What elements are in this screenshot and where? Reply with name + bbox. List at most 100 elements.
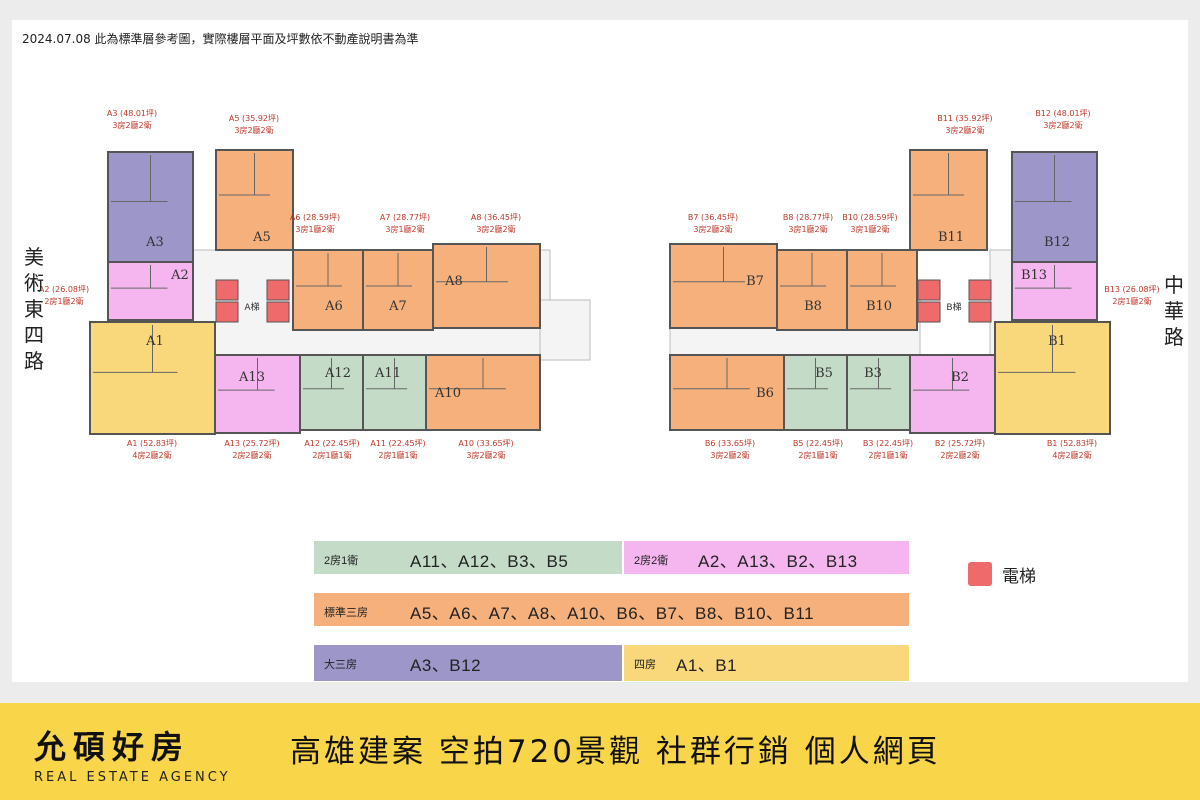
unit-type-legend: 2房1衛 A11、A12、B3、B5 2房2衛 A2、A13、B2、B13 標準… xyxy=(313,540,910,682)
unit-size-caption: A2 (26.08坪) xyxy=(39,285,89,294)
unit-size-caption: A12 (22.45坪) xyxy=(304,439,359,448)
legend-units: A2、A13、B2、B13 xyxy=(698,552,858,571)
brand-name: 允碩好房 xyxy=(34,728,191,766)
elevator-shaft xyxy=(215,279,239,301)
unit-layout-caption: 3房2廳2衛 xyxy=(466,450,505,460)
unit-layout-caption: 2房1廳2衛 xyxy=(44,296,83,306)
unit-label: B11 xyxy=(938,230,964,245)
road-label-left: 美術東四路 xyxy=(24,245,44,373)
unit-size-caption: B13 (26.08坪) xyxy=(1104,285,1159,294)
corridor xyxy=(539,299,591,361)
unit-label: A1 xyxy=(145,334,164,349)
unit-size-caption: B5 (22.45坪) xyxy=(793,439,843,448)
unit-size-caption: A1 (52.83坪) xyxy=(127,439,177,448)
unit-layout-caption: 3房2廳2衛 xyxy=(945,125,984,135)
unit-label: A7 xyxy=(388,299,407,314)
legend-two-bed-one-bath: 2房1衛 A11、A12、B3、B5 xyxy=(313,540,623,575)
unit-layout-caption: 3房2廳2衛 xyxy=(693,224,732,234)
unit-size-caption: A11 (22.45坪) xyxy=(370,439,425,448)
unit-layout-caption: 3房2廳2衛 xyxy=(476,224,515,234)
unit-label: A3 xyxy=(145,235,164,250)
unit-label: A11 xyxy=(374,366,401,381)
elevator-shaft xyxy=(215,301,239,323)
unit-label: B2 xyxy=(951,370,969,385)
unit-layout-caption: 3房2廳2衛 xyxy=(1043,120,1082,130)
elevator-shaft xyxy=(968,279,992,301)
unit-label: A5 xyxy=(252,230,271,245)
unit-label: B3 xyxy=(864,366,882,381)
unit-label: B7 xyxy=(746,274,764,289)
footer-tagline: 高雄建案 空拍720景觀 社群行銷 個人網頁 xyxy=(290,734,941,770)
elevator-shaft xyxy=(266,279,290,301)
unit-label: B5 xyxy=(815,366,833,381)
unit-size-caption: A8 (36.45坪) xyxy=(471,213,521,222)
legend-four-room: 四房 A1、B1 xyxy=(623,644,910,682)
elevator-legend-label: 電梯 xyxy=(1002,567,1036,587)
elevator-label: B梯 xyxy=(946,301,961,313)
unit-label: B1 xyxy=(1048,334,1066,349)
elevator-swatch xyxy=(968,562,992,586)
footer-banner xyxy=(0,703,1200,800)
unit-label: B6 xyxy=(756,386,774,401)
unit-label: A6 xyxy=(324,299,343,314)
unit-label: A13 xyxy=(238,370,265,385)
legend-title: 2房2衛 xyxy=(634,555,669,567)
unit-layout-caption: 3房2廳2衛 xyxy=(234,125,273,135)
elevator-shaft xyxy=(266,301,290,323)
unit-size-caption: A13 (25.72坪) xyxy=(224,439,279,448)
unit-size-caption: A5 (35.92坪) xyxy=(229,114,279,123)
unit-a2 xyxy=(107,261,194,321)
legend-title: 大三房 xyxy=(324,659,357,671)
elevator-label: A梯 xyxy=(244,301,259,313)
legend-units: A3、B12 xyxy=(410,656,482,675)
unit-label: A8 xyxy=(444,274,463,289)
legend-units: A5、A6、A7、A8、A10、B6、B7、B8、B10、B11 xyxy=(410,604,815,623)
unit-layout-caption: 2房2廳2衛 xyxy=(940,450,979,460)
unit-layout-caption: 2房1廳1衛 xyxy=(312,450,351,460)
unit-size-caption: B6 (33.65坪) xyxy=(705,439,755,448)
unit-size-caption: A7 (28.77坪) xyxy=(380,213,430,222)
unit-size-caption: B10 (28.59坪) xyxy=(842,213,897,222)
unit-label: A10 xyxy=(434,386,461,401)
unit-size-caption: B2 (25.72坪) xyxy=(935,439,985,448)
unit-label: B12 xyxy=(1044,235,1070,250)
unit-layout-caption: 3房1廳2衛 xyxy=(385,224,424,234)
unit-label: A12 xyxy=(324,366,351,381)
legend-standard-three: 標準三房 A5、A6、A7、A8、A10、B6、B7、B8、B10、B11 xyxy=(313,592,910,627)
unit-label: B13 xyxy=(1021,268,1047,283)
unit-label: B10 xyxy=(866,299,892,314)
unit-a13 xyxy=(214,354,301,434)
unit-layout-caption: 2房1廳1衛 xyxy=(378,450,417,460)
disclaimer-note: 2024.07.08 此為標準層參考圖，實際樓層平面及坪數依不動產說明書為準 xyxy=(22,32,419,46)
legend-title: 標準三房 xyxy=(324,607,368,619)
unit-layout-caption: 3房2廳2衛 xyxy=(112,120,151,130)
unit-layout-caption: 2房1廳2衛 xyxy=(1112,296,1151,306)
unit-size-caption: B1 (52.83坪) xyxy=(1047,439,1097,448)
unit-size-caption: A6 (28.59坪) xyxy=(290,213,340,222)
legend-title: 四房 xyxy=(634,659,656,671)
unit-size-caption: A10 (33.65坪) xyxy=(458,439,513,448)
unit-layout-caption: 3房1廳2衛 xyxy=(788,224,827,234)
unit-layout-caption: 2房1廳1衛 xyxy=(798,450,837,460)
unit-layout-caption: 2房1廳1衛 xyxy=(868,450,907,460)
elevator-shaft xyxy=(917,279,941,301)
legend-units: A1、B1 xyxy=(676,656,738,675)
unit-b7 xyxy=(669,243,778,329)
unit-layout-caption: 2房2廳2衛 xyxy=(232,450,271,460)
unit-layout-caption: 3房1廳2衛 xyxy=(850,224,889,234)
unit-label: A2 xyxy=(170,268,189,283)
legend-two-bed-two-bath: 2房2衛 A2、A13、B2、B13 xyxy=(623,540,910,575)
elevator-shaft xyxy=(917,301,941,323)
unit-layout-caption: 4房2廳2衛 xyxy=(1052,450,1091,460)
unit-label: B8 xyxy=(804,299,822,314)
road-label-right: 中華路 xyxy=(1164,273,1184,349)
unit-size-caption: A3 (48.01坪) xyxy=(107,109,157,118)
legend-units: A11、A12、B3、B5 xyxy=(410,552,569,571)
unit-size-caption: B12 (48.01坪) xyxy=(1035,109,1090,118)
unit-layout-caption: 3房2廳2衛 xyxy=(710,450,749,460)
floor-plan-diagram: A3 A3 (48.01坪) 3房2廳2衛 A5 A5 (35.92坪) 3房2廳2衛 A2… xyxy=(39,109,1160,460)
unit-layout-caption: 4房2廳2衛 xyxy=(132,450,171,460)
legend-title: 2房1衛 xyxy=(324,555,359,567)
agency-subtitle: REAL ESTATE AGENCY xyxy=(34,770,231,785)
unit-size-caption: B8 (28.77坪) xyxy=(783,213,833,222)
